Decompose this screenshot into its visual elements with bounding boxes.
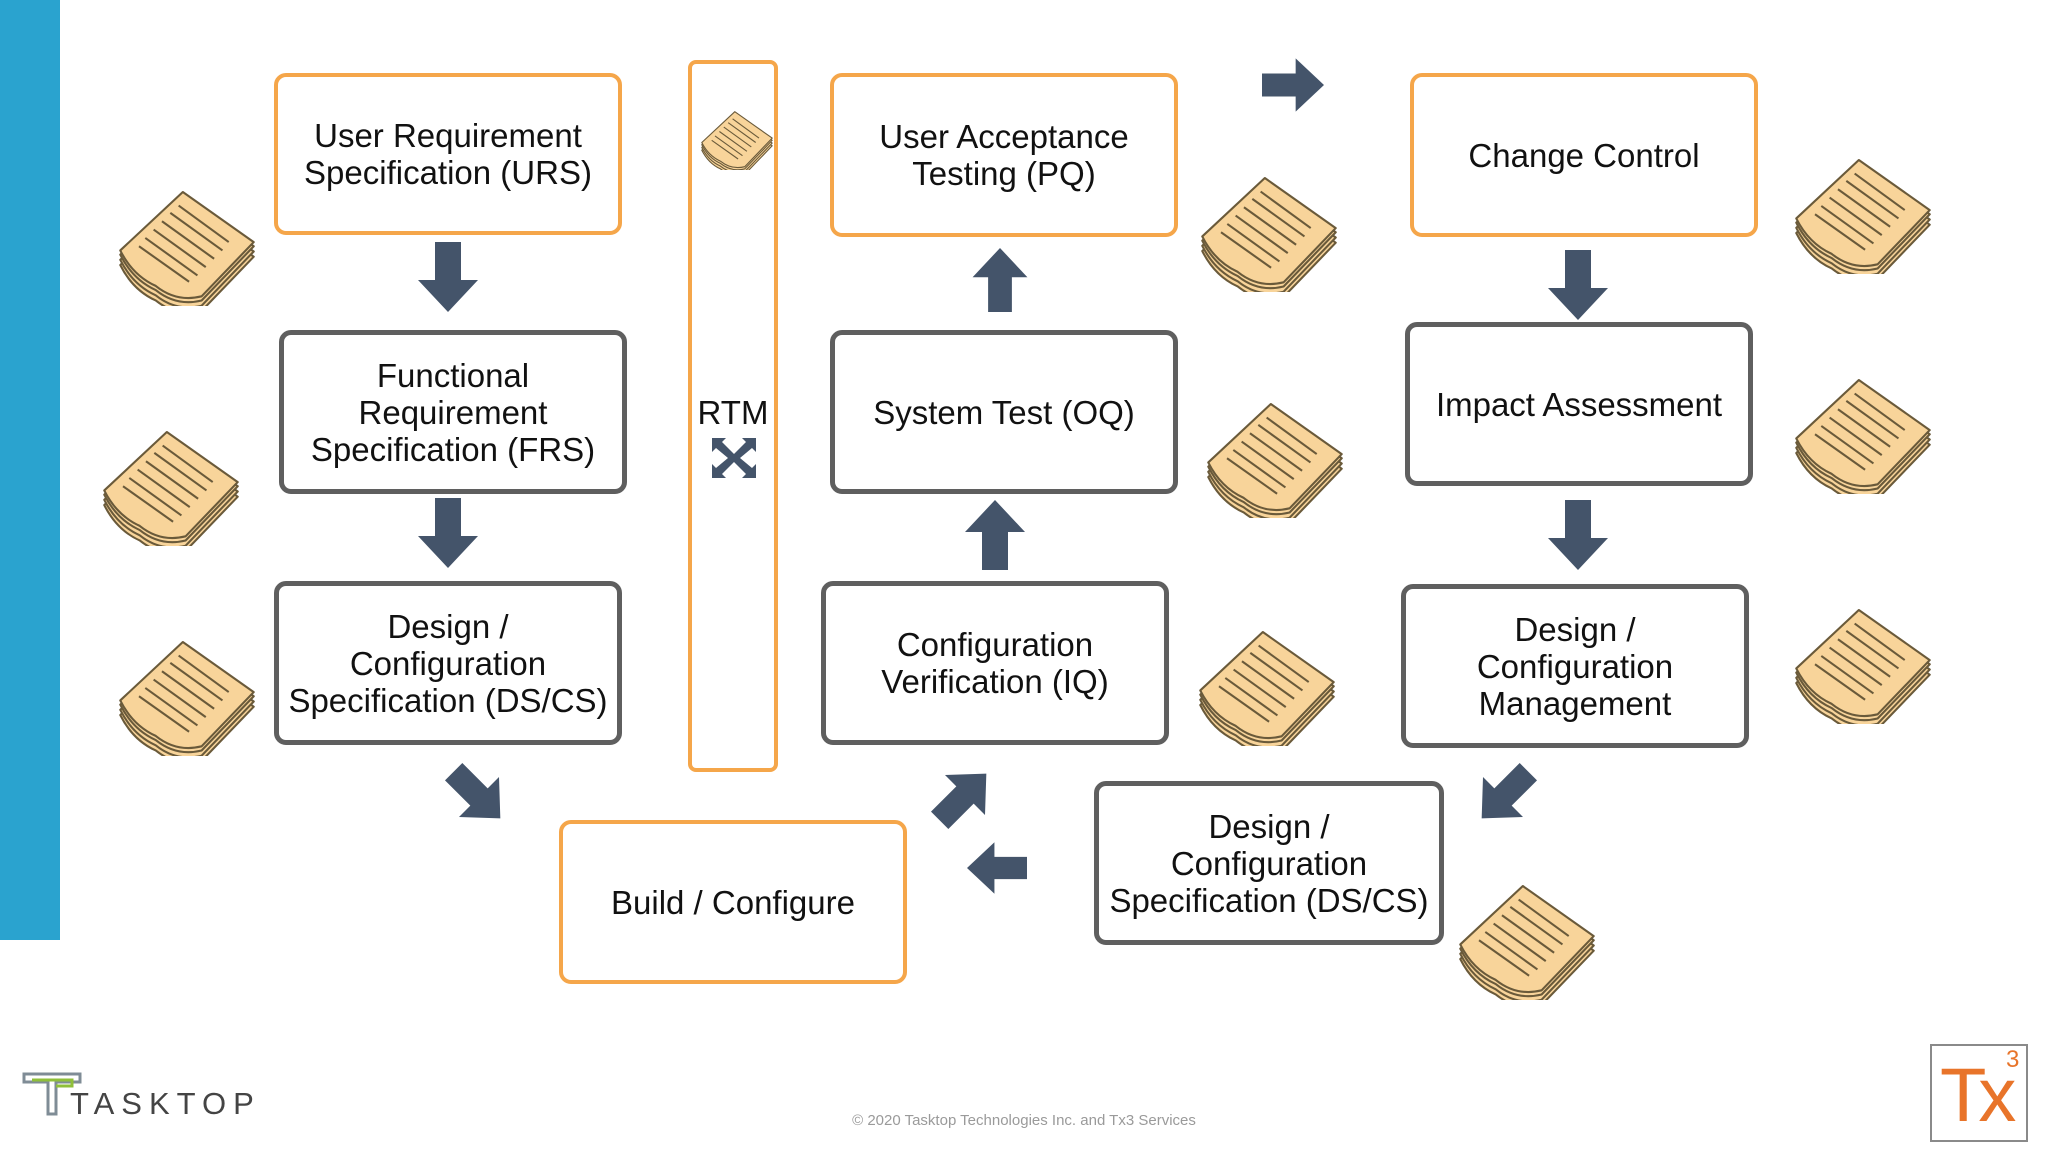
build-configure-box: Build / Configure bbox=[559, 820, 907, 984]
rtm-label: RTM bbox=[697, 394, 769, 431]
arrow-diag-dcm-dscs bbox=[1481, 762, 1538, 819]
arrow-left-dscs-build bbox=[967, 842, 1027, 894]
impact-assessment-box: Impact Assessment bbox=[1405, 322, 1753, 486]
tasktop-logo-mark bbox=[22, 1072, 82, 1116]
document-stack-icon bbox=[98, 414, 244, 546]
arrow-down-frs-dscs bbox=[418, 498, 478, 568]
change-control-box: Change Control bbox=[1410, 73, 1758, 237]
arrow-up-oq-pq bbox=[972, 248, 1028, 312]
dscs-left-box: Design / Configuration Specification (DS… bbox=[274, 581, 622, 745]
pq-box: User Acceptance Testing (PQ) bbox=[830, 73, 1178, 237]
tasktop-logo-text: TASKTOP bbox=[70, 1086, 261, 1121]
arrow-down-urs-frs bbox=[418, 242, 478, 312]
document-stack-icon bbox=[1454, 868, 1600, 1000]
tx3-logo-text: Tx bbox=[1940, 1053, 2016, 1138]
urs-box: User Requirement Specification (URS) bbox=[274, 73, 622, 235]
document-stack-icon bbox=[1790, 592, 1936, 724]
arrow-down-change-impact bbox=[1548, 250, 1608, 320]
dscs-bottom-box: Design / Configuration Specification (DS… bbox=[1094, 781, 1444, 945]
iq-box: Configuration Verification (IQ) bbox=[821, 581, 1169, 745]
rtm-document-icon bbox=[698, 104, 776, 170]
arrow-up-iq-oq bbox=[965, 500, 1025, 570]
tx3-logo-superscript: 3 bbox=[2006, 1046, 2020, 1073]
document-stack-icon bbox=[114, 174, 260, 306]
rtm-column bbox=[688, 60, 778, 772]
document-stack-icon bbox=[1790, 142, 1936, 274]
document-stack-icon bbox=[1790, 362, 1936, 494]
tx3-logo bbox=[1930, 1044, 2028, 1142]
crossed-arrows-icon bbox=[712, 438, 756, 478]
oq-box: System Test (OQ) bbox=[830, 330, 1178, 494]
frs-box: Functional Requirement Specification (FR… bbox=[279, 330, 627, 494]
arrow-diag-dscs-build bbox=[444, 762, 501, 819]
arrow-diag-build-iq bbox=[930, 773, 987, 830]
arrow-down-impact-dcm bbox=[1548, 500, 1608, 570]
left-decorative-stripe bbox=[0, 0, 60, 940]
design-configuration-management-box: Design / Configuration Management bbox=[1401, 584, 1749, 748]
document-stack-icon bbox=[1202, 386, 1348, 518]
document-stack-icon bbox=[1194, 614, 1340, 746]
document-stack-icon bbox=[114, 624, 260, 756]
document-stack-icon bbox=[1196, 160, 1342, 292]
arrow-right-to-change-control bbox=[1262, 58, 1324, 112]
footer-copyright: © 2020 Tasktop Technologies Inc. and Tx3… bbox=[852, 1112, 1196, 1129]
